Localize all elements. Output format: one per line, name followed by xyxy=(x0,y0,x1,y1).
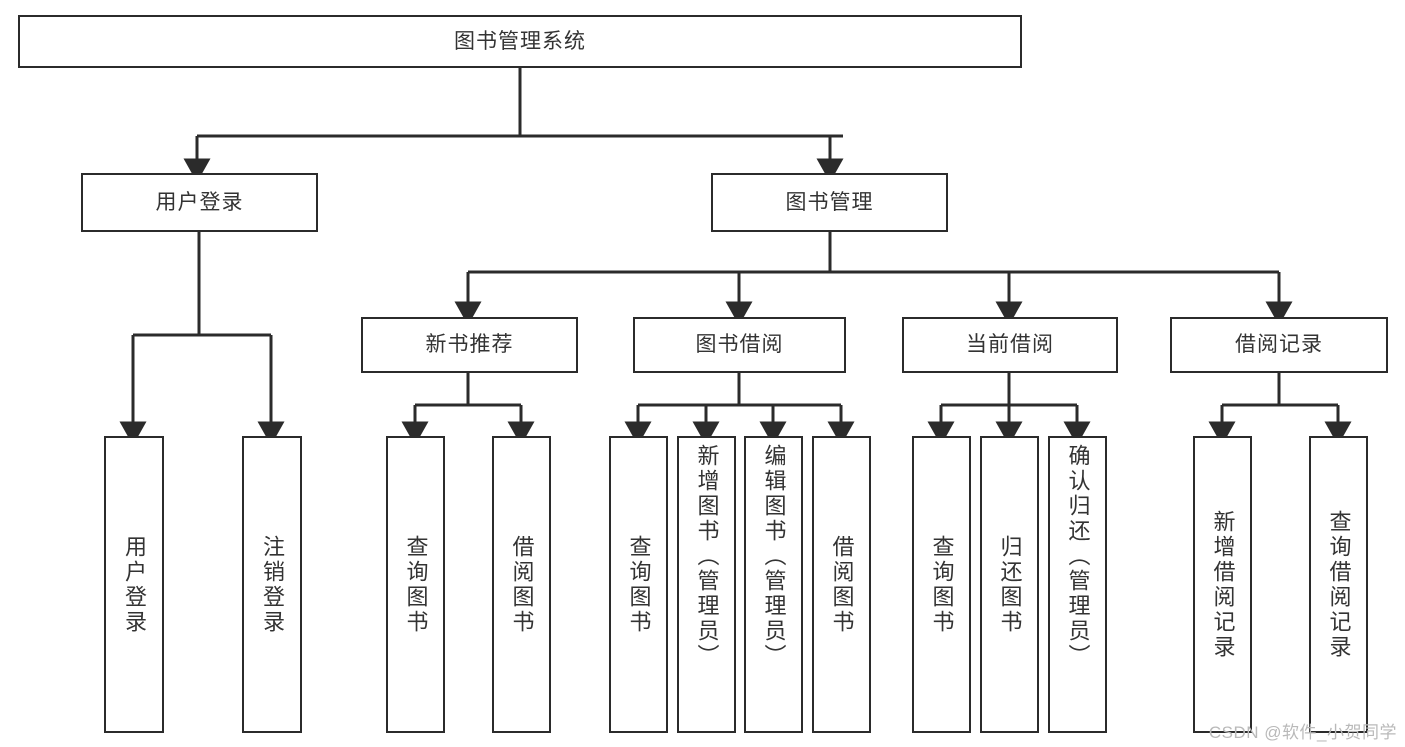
node-label: 归还图书 xyxy=(997,534,1023,635)
node-label: 编辑图书（管理员） xyxy=(761,444,787,669)
node-new-book-recommend[interactable]: 新书推荐 xyxy=(361,317,578,373)
node-leaf-edit-book-admin[interactable]: 编辑图书（管理员） xyxy=(744,436,803,733)
node-leaf-user-login[interactable]: 用户登录 xyxy=(104,436,164,733)
node-leaf-query-book-2[interactable]: 查询图书 xyxy=(609,436,668,733)
node-book-borrow[interactable]: 图书借阅 xyxy=(633,317,846,373)
node-label: 借阅记录 xyxy=(1235,333,1323,357)
node-current-borrow[interactable]: 当前借阅 xyxy=(902,317,1118,373)
node-label: 新增借阅记录 xyxy=(1210,509,1236,660)
node-leaf-borrow-book-1[interactable]: 借阅图书 xyxy=(492,436,551,733)
node-leaf-add-borrow-record[interactable]: 新增借阅记录 xyxy=(1193,436,1252,733)
node-label: 借阅图书 xyxy=(509,534,535,635)
node-label: 借阅图书 xyxy=(829,534,855,635)
node-user-login[interactable]: 用户登录 xyxy=(81,173,318,232)
node-label: 查询借阅记录 xyxy=(1326,509,1352,660)
node-borrow-record[interactable]: 借阅记录 xyxy=(1170,317,1388,373)
node-label: 用户登录 xyxy=(122,534,147,635)
node-label: 查询图书 xyxy=(626,534,652,635)
node-label: 查询图书 xyxy=(403,534,429,635)
node-label: 图书管理 xyxy=(785,190,874,214)
node-label: 图书借阅 xyxy=(695,333,784,357)
node-label: 新增图书（管理员） xyxy=(694,444,720,669)
node-leaf-query-borrow-record[interactable]: 查询借阅记录 xyxy=(1309,436,1368,733)
node-leaf-query-book-1[interactable]: 查询图书 xyxy=(386,436,445,733)
node-label: 图书管理系统 xyxy=(454,29,586,53)
node-root-book-management-system[interactable]: 图书管理系统 xyxy=(18,15,1022,68)
node-leaf-query-book-3[interactable]: 查询图书 xyxy=(912,436,971,733)
node-label: 确认归还（管理员） xyxy=(1065,444,1091,669)
node-label: 当前借阅 xyxy=(966,333,1054,357)
watermark-text: CSDN @软件_小贺同学 xyxy=(1208,723,1397,742)
node-label: 用户登录 xyxy=(155,190,244,214)
node-leaf-return-book[interactable]: 归还图书 xyxy=(980,436,1039,733)
node-label: 注销登录 xyxy=(260,534,285,635)
node-leaf-add-book-admin[interactable]: 新增图书（管理员） xyxy=(677,436,736,733)
node-leaf-confirm-return-admin[interactable]: 确认归还（管理员） xyxy=(1048,436,1107,733)
node-book-manage[interactable]: 图书管理 xyxy=(711,173,948,232)
node-leaf-borrow-book-2[interactable]: 借阅图书 xyxy=(812,436,871,733)
node-label: 新书推荐 xyxy=(425,333,514,357)
node-label: 查询图书 xyxy=(929,534,955,635)
node-leaf-logout-login[interactable]: 注销登录 xyxy=(242,436,302,733)
